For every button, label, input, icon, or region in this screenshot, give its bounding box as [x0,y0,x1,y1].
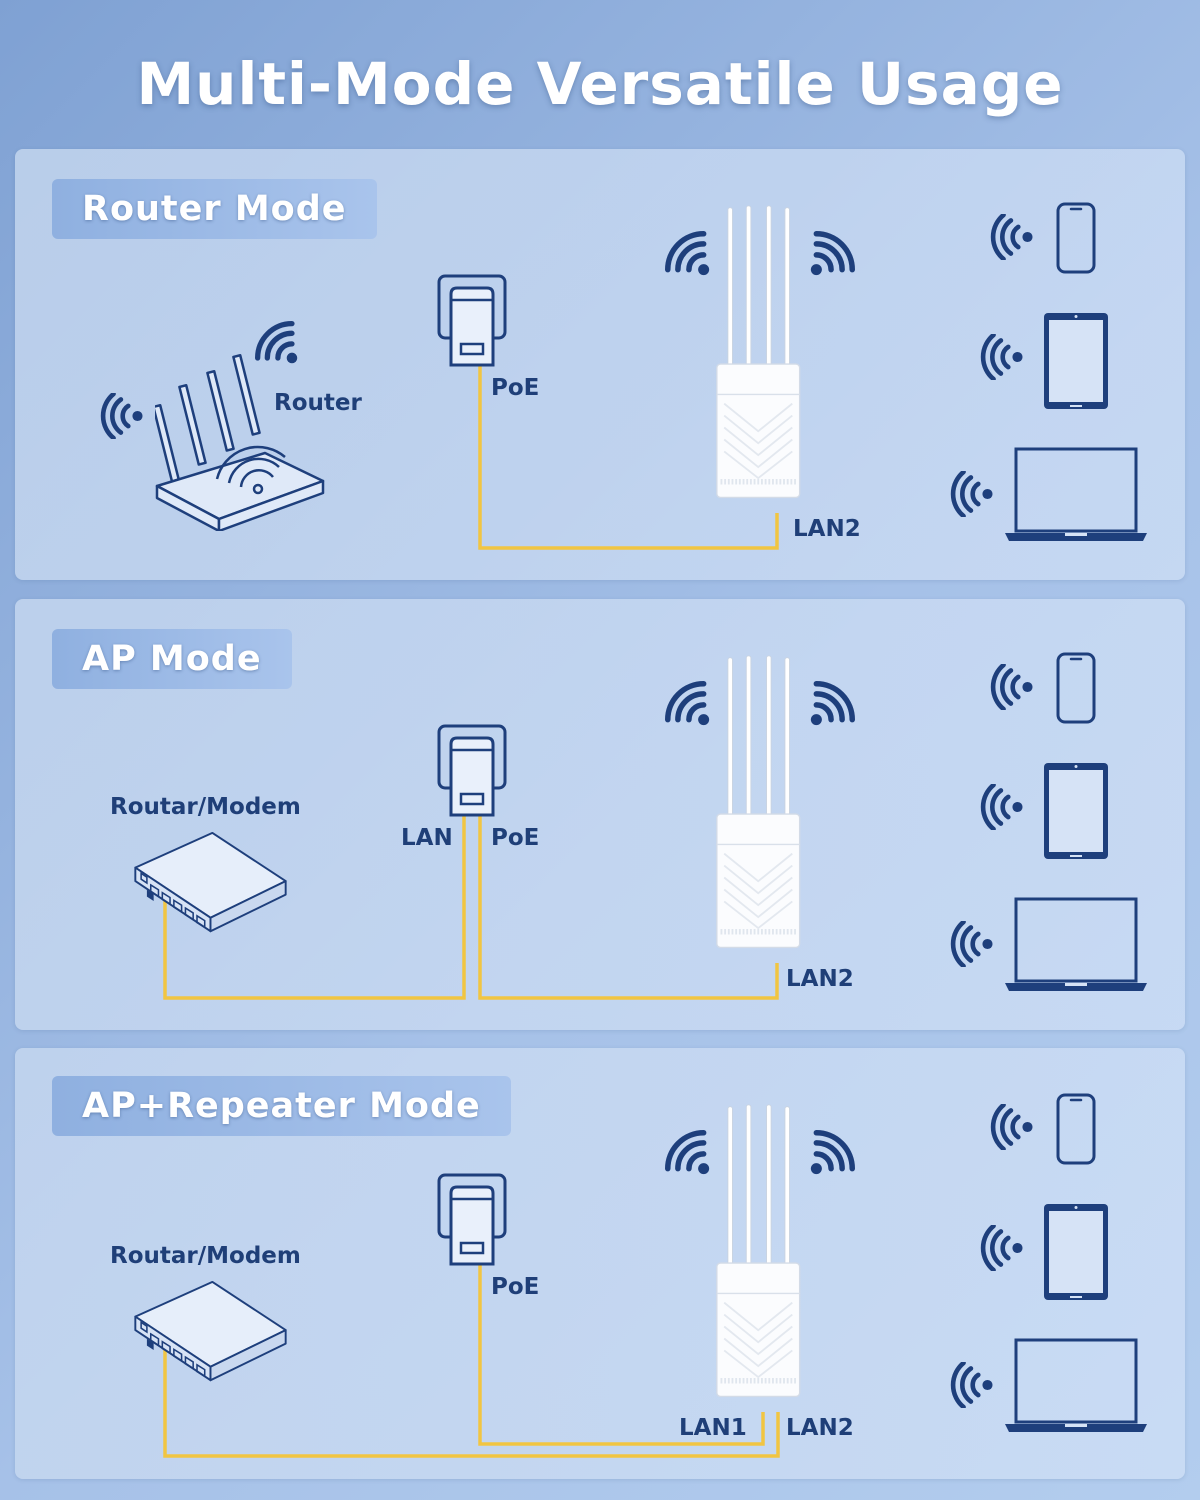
modem-switch-icon [134,831,287,933]
wifi-signal-icon [983,785,1022,829]
lan1-label: LAN1 [679,1415,747,1441]
poe-cable [478,361,779,550]
laptop-icon [1005,897,1147,993]
wifi-signal-icon [811,234,852,275]
wifi-signal-icon [258,324,298,364]
wifi-signal-icon [103,394,142,438]
modem-label: Routar/Modem [110,1243,301,1269]
poe-label: PoE [491,825,540,851]
lan-label: LAN [401,825,453,851]
access-point-icon [717,656,800,948]
laptop-icon [1005,1338,1147,1434]
router-label: Router [274,390,362,416]
access-point-icon [717,1105,800,1397]
wifi-signal-icon [953,922,992,966]
wifi-signal-icon [953,472,992,516]
poe-cable [478,1260,765,1446]
tablet-icon [1043,1203,1109,1301]
lan2-label: LAN2 [786,1415,854,1441]
lan2-label: LAN2 [786,966,854,992]
mode-badge: Router Mode [52,179,377,239]
modem-label: Routar/Modem [110,794,301,820]
page-title: Multi-Mode Versatile Usage [136,50,1064,118]
lan-cable [163,811,466,1000]
wifi-signal-icon [668,1133,709,1174]
router-mode-diagram [15,202,1147,550]
router-icon [155,353,325,531]
laptop-icon [1005,447,1147,543]
access-point-icon [717,206,800,498]
wifi-signal-icon [811,1133,852,1174]
mode-badge: AP+Repeater Mode [52,1076,511,1136]
phone-icon [1056,652,1096,724]
wifi-signal-icon [983,335,1022,379]
wifi-signal-icon [953,1363,992,1407]
ap-mode-diagram [134,652,1147,1000]
mode-badge: AP Mode [52,629,292,689]
poe-injector-icon [437,274,507,367]
modem-switch-icon [134,1280,287,1382]
poe-injector-icon [437,1173,507,1266]
lan2-label: LAN2 [793,516,861,542]
phone-icon [1056,1093,1096,1165]
wifi-signal-icon [668,684,709,725]
wifi-signal-icon [993,665,1032,709]
wifi-signal-icon [993,1105,1032,1149]
tablet-icon [1043,762,1109,860]
ap-repeater-mode-diagram [134,1093,1147,1458]
tablet-icon [1043,312,1109,410]
wifi-signal-icon [668,234,709,275]
wifi-signal-icon [811,684,852,725]
poe-cable [478,811,779,1000]
poe-injector-icon [437,724,507,817]
poe-label: PoE [491,375,540,401]
wifi-signal-icon [983,1226,1022,1270]
poe-label: PoE [491,1274,540,1300]
lan-cable [163,1340,780,1458]
router-mode-panel: Router Mode Router PoE LAN2 [15,149,1185,580]
ap-repeater-mode-panel: AP+Repeater Mode Routar/Modem PoE LAN1 L… [15,1048,1185,1479]
ap-mode-panel: AP Mode Routar/Modem LAN PoE LAN2 [15,599,1185,1030]
phone-icon [1056,202,1096,274]
wifi-signal-icon [993,215,1032,259]
